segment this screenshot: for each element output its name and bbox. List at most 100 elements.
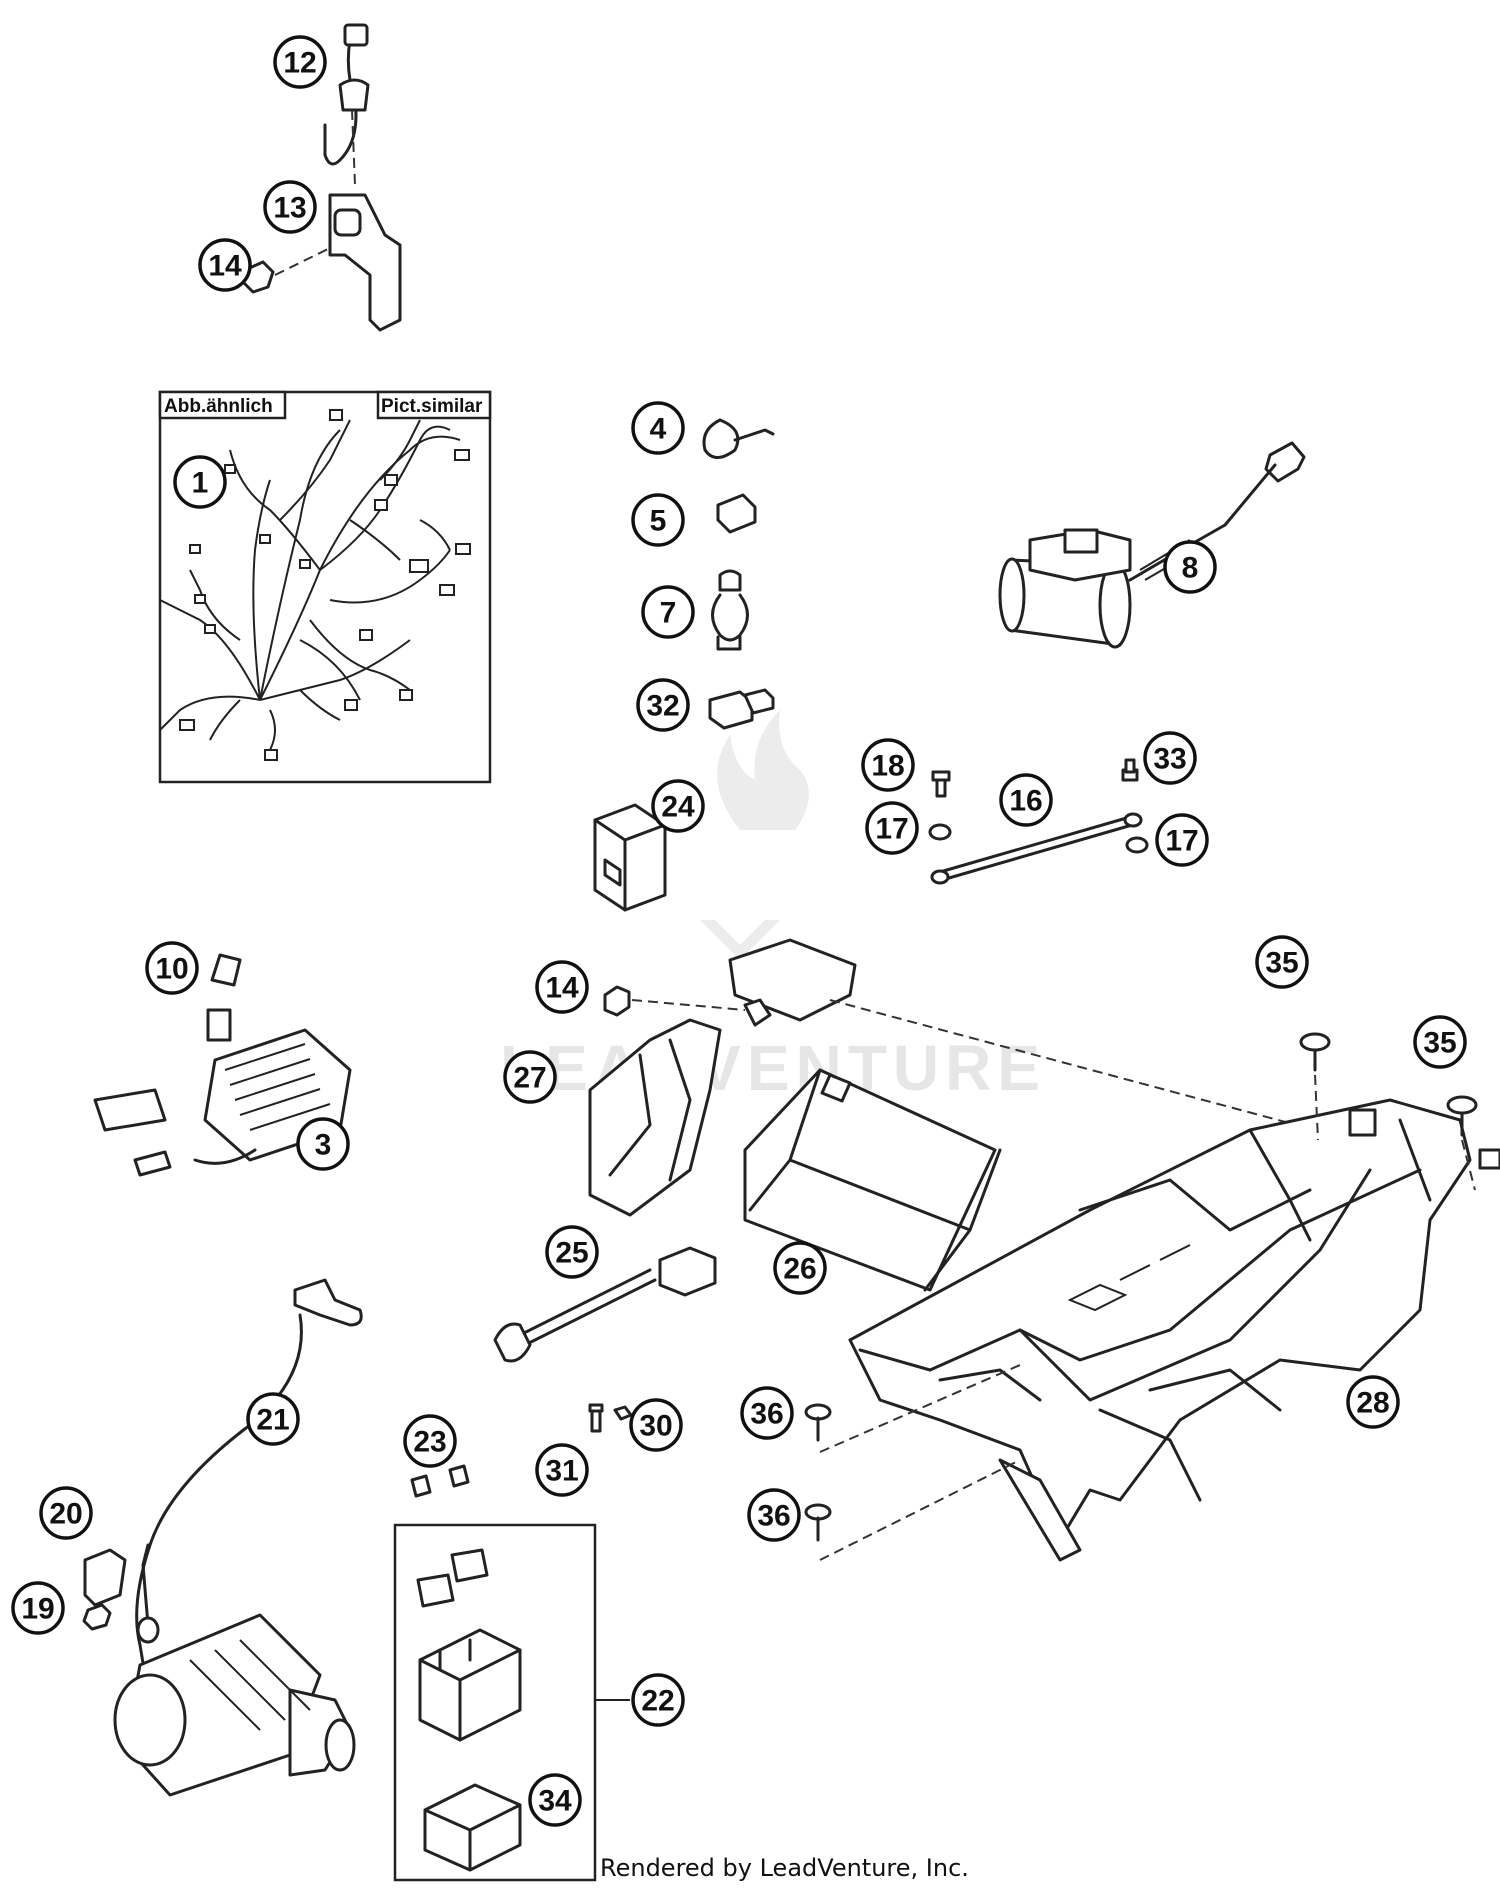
similar-tag-en: Pict.similar bbox=[381, 396, 483, 417]
callout-8: 8 bbox=[1163, 540, 1217, 594]
ecu-mounting bbox=[588, 938, 1391, 1217]
callout-35: 35 bbox=[1413, 1015, 1467, 1069]
callout-number: 10 bbox=[155, 953, 188, 986]
callout-7: 7 bbox=[641, 585, 695, 639]
callout-number: 35 bbox=[1265, 947, 1298, 980]
callout-24: 24 bbox=[651, 779, 705, 833]
callout-36: 36 bbox=[747, 1488, 801, 1542]
watermark-text: LEADVENTURE bbox=[500, 1032, 1046, 1104]
callout-circle bbox=[145, 941, 199, 995]
callout-circle bbox=[403, 1414, 457, 1468]
callout-1: 1 bbox=[173, 455, 227, 509]
battery-terminal-parts bbox=[928, 758, 1149, 885]
callout-20: 20 bbox=[39, 1486, 93, 1540]
callout-17: 17 bbox=[865, 801, 919, 855]
callout-number: 23 bbox=[413, 1426, 446, 1459]
callout-circle bbox=[263, 180, 317, 234]
callout-4: 4 bbox=[631, 401, 685, 455]
callout-10: 10 bbox=[145, 941, 199, 995]
callout-16: 16 bbox=[999, 773, 1053, 827]
small-parts-column bbox=[702, 418, 775, 730]
callout-25: 25 bbox=[545, 1225, 599, 1279]
callout-number: 33 bbox=[1153, 743, 1186, 776]
callout-number: 14 bbox=[208, 250, 242, 283]
callout-circle bbox=[629, 1398, 683, 1452]
callout-circle bbox=[1413, 1015, 1467, 1069]
callout-5: 5 bbox=[631, 493, 685, 547]
callout-circle bbox=[1346, 1375, 1400, 1429]
callout-circle bbox=[11, 1581, 65, 1635]
callout-32: 32 bbox=[636, 678, 690, 732]
wiring-harness-box: Abb.ähnlich Pict.similar bbox=[158, 390, 492, 784]
callout-number: 17 bbox=[1165, 825, 1198, 858]
callout-circle bbox=[861, 738, 915, 792]
callout-circle bbox=[39, 1486, 93, 1540]
callout-23: 23 bbox=[403, 1414, 457, 1468]
callout-19: 19 bbox=[11, 1581, 65, 1635]
horn-assembly bbox=[998, 441, 1306, 649]
callout-circle bbox=[296, 1117, 350, 1171]
frame-screws-top bbox=[1299, 1032, 1478, 1191]
frame-screws-bottom bbox=[804, 1364, 1021, 1561]
similar-tag-de: Abb.ähnlich bbox=[164, 396, 273, 417]
callout-circle bbox=[747, 1488, 801, 1542]
callout-number: 14 bbox=[545, 972, 579, 1005]
callout-circle bbox=[273, 35, 327, 89]
callout-circle bbox=[198, 238, 252, 292]
callout-circle bbox=[631, 401, 685, 455]
callout-18: 18 bbox=[861, 738, 915, 792]
callout-circle bbox=[865, 801, 919, 855]
callout-number: 25 bbox=[555, 1237, 588, 1270]
callout-number: 32 bbox=[646, 690, 679, 723]
callout-number: 35 bbox=[1423, 1027, 1456, 1060]
callout-13: 13 bbox=[263, 180, 317, 234]
callout-number: 7 bbox=[660, 597, 677, 630]
callout-26: 26 bbox=[773, 1241, 827, 1295]
callout-31: 31 bbox=[535, 1443, 589, 1497]
callout-34: 34 bbox=[528, 1773, 582, 1827]
callout-circle bbox=[999, 773, 1053, 827]
callout-number: 19 bbox=[21, 1593, 54, 1626]
callout-30: 30 bbox=[629, 1398, 683, 1452]
callout-number: 13 bbox=[273, 192, 306, 225]
callout-number: 8 bbox=[1182, 552, 1199, 585]
callout-circle bbox=[173, 455, 227, 509]
starter-cable bbox=[82, 1278, 363, 1677]
callout-number: 24 bbox=[661, 791, 695, 824]
callout-number: 31 bbox=[545, 1455, 578, 1488]
callout-circle bbox=[535, 1443, 589, 1497]
callout-number: 17 bbox=[875, 813, 908, 846]
callout-circle bbox=[535, 960, 589, 1014]
callout-circle bbox=[773, 1241, 827, 1295]
battery-cable bbox=[493, 1246, 717, 1363]
callout-number: 1 bbox=[192, 467, 209, 500]
callout-circle bbox=[528, 1773, 582, 1827]
callout-circle bbox=[246, 1392, 300, 1446]
callout-number: 21 bbox=[256, 1404, 289, 1437]
battery bbox=[743, 1068, 1002, 1292]
callout-number: 36 bbox=[750, 1398, 783, 1431]
callout-number: 5 bbox=[650, 505, 667, 538]
callout-circle bbox=[1255, 935, 1309, 989]
callout-circle bbox=[740, 1386, 794, 1440]
callout-circle bbox=[631, 1673, 685, 1727]
callout-circle bbox=[503, 1050, 557, 1104]
callout-circle bbox=[636, 678, 690, 732]
callout-number: 28 bbox=[1356, 1387, 1389, 1420]
rear-frame bbox=[848, 1098, 1500, 1562]
watermark: LEADVENTURE bbox=[500, 710, 1046, 1104]
callout-number: 22 bbox=[641, 1685, 674, 1718]
fuse-box-group bbox=[393, 1523, 630, 1882]
callout-circle bbox=[641, 585, 695, 639]
callout-number: 27 bbox=[513, 1062, 546, 1095]
callout-3: 3 bbox=[296, 1117, 350, 1171]
render-credit: Rendered by LeadVenture, Inc. bbox=[600, 1854, 969, 1882]
callout-36: 36 bbox=[740, 1386, 794, 1440]
callout-number: 18 bbox=[871, 750, 904, 783]
callout-28: 28 bbox=[1346, 1375, 1400, 1429]
callout-27: 27 bbox=[503, 1050, 557, 1104]
callout-number: 36 bbox=[757, 1500, 790, 1533]
callout-number: 34 bbox=[538, 1785, 572, 1818]
callout-circle bbox=[545, 1225, 599, 1279]
